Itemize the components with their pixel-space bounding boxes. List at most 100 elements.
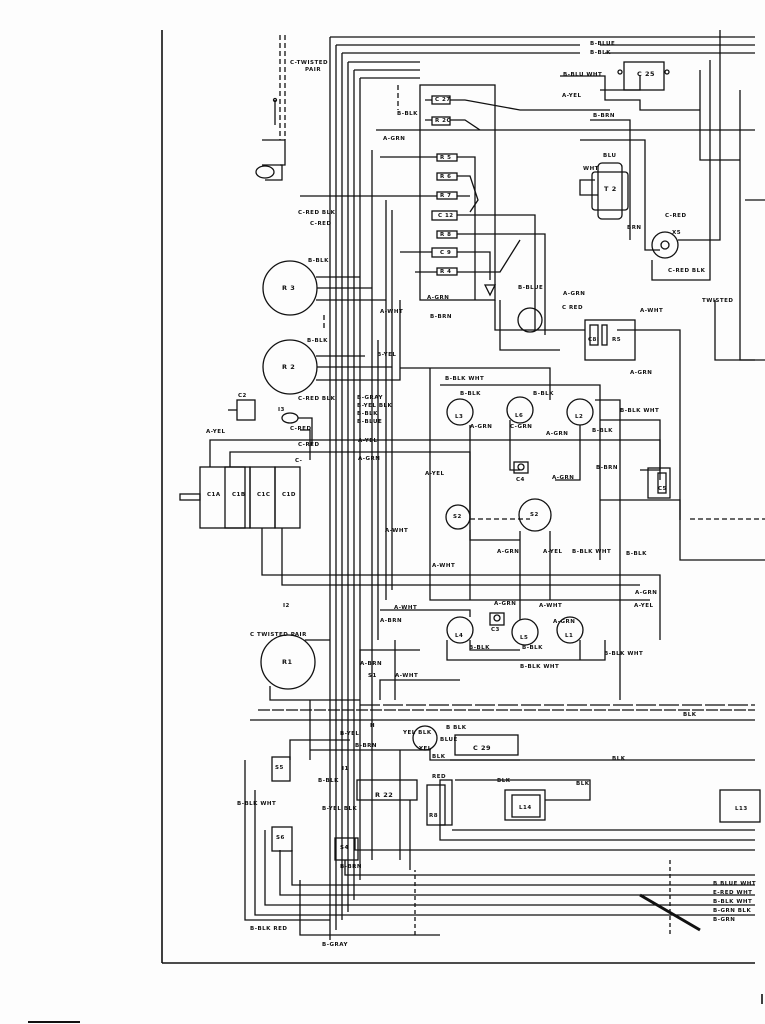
label: L14 — [519, 805, 532, 811]
label: A-YEL — [425, 471, 445, 477]
label: R 22 — [375, 791, 394, 799]
label: BLK — [683, 712, 697, 718]
label: A-GRN — [552, 475, 575, 481]
label: B BLUE WHT — [713, 881, 757, 887]
label: I2 — [283, 603, 290, 609]
label: A-WHT — [640, 308, 664, 314]
label: B-BLK WHT — [237, 801, 277, 807]
label: H — [370, 723, 376, 729]
label: R8 — [429, 813, 439, 819]
capacitor-c1-block — [179, 399, 661, 640]
label: B-YEL BLK — [357, 403, 393, 409]
label: C-RED — [298, 442, 320, 448]
label: R5 — [612, 337, 622, 343]
label: B-BLK WHT — [445, 376, 485, 382]
label: A-GRN — [546, 431, 569, 437]
label: B-YEL — [377, 352, 397, 358]
label: R 6 — [440, 174, 452, 180]
label: C4 — [516, 477, 525, 483]
lower-wiring — [244, 640, 761, 936]
label: C-RED BLK — [298, 396, 336, 402]
label: A-GRN — [563, 291, 586, 297]
label: S2 — [530, 512, 539, 518]
label: C1C — [257, 492, 271, 498]
small-components — [489, 300, 671, 626]
label: B-YEL — [340, 731, 360, 737]
potentiometers — [260, 260, 401, 701]
label: C1D — [282, 492, 296, 498]
label: B-BRN — [355, 743, 378, 749]
frame — [28, 30, 763, 1023]
label: B-BLK — [308, 258, 329, 264]
label: WHT — [583, 166, 599, 172]
label: A-YEL — [358, 438, 378, 444]
label: A-GRN — [497, 549, 520, 555]
label: B-BLK — [522, 645, 543, 651]
label: B-BLU WHT — [563, 72, 603, 78]
label: C3 — [491, 627, 500, 633]
label: A-WHT — [539, 603, 563, 609]
label: B-BLK — [533, 391, 554, 397]
label: B BLK — [446, 725, 467, 731]
label: L3 — [455, 414, 464, 420]
label: B-GRAY — [322, 942, 348, 948]
label: A-YEL — [562, 93, 582, 99]
label: T 2 — [604, 185, 617, 193]
label: C RED — [562, 305, 584, 311]
label: B-BLUE — [518, 285, 544, 291]
label: L5 — [520, 635, 529, 641]
label: A-YEL — [206, 429, 226, 435]
label: A-GRN — [553, 619, 576, 625]
label: C1A — [207, 492, 221, 498]
label: B-BLK — [626, 551, 647, 557]
label: B-BRN — [593, 113, 616, 119]
label: B-GRN — [713, 917, 736, 923]
label: R 7 — [440, 193, 452, 199]
label: B-YEL BLK — [322, 806, 358, 812]
label: R 2C — [435, 118, 452, 124]
label: B-BLUE — [357, 419, 383, 425]
label: B-BLK — [460, 391, 481, 397]
label: BLUE — [440, 737, 458, 743]
label: TWISTED — [702, 298, 734, 304]
label: C-GRN — [510, 424, 533, 430]
label: R 4 — [440, 269, 452, 275]
label: B-BRN — [430, 314, 453, 320]
label: R1 — [282, 658, 293, 666]
label: B-BLK WHT — [604, 651, 644, 657]
tube-sockets — [380, 307, 765, 751]
label: L2 — [575, 414, 584, 420]
label: C 27 — [435, 97, 451, 103]
label: A-WHT — [380, 309, 404, 315]
label: L6 — [515, 413, 524, 419]
label: YEL — [419, 746, 432, 752]
j1-wiring — [255, 97, 286, 181]
label: A-GRN — [427, 295, 450, 301]
label: BRN — [627, 225, 642, 231]
label: C 29 — [473, 744, 492, 752]
label: S1 — [368, 673, 377, 679]
label: C-RED — [310, 221, 332, 227]
label: L1 — [565, 633, 574, 639]
label: A-WHT — [432, 563, 456, 569]
label: B-BLK RED — [250, 926, 288, 932]
label: PAIR — [305, 67, 322, 73]
label: A-YEL — [634, 603, 654, 609]
label: B-BRN — [340, 864, 363, 870]
label: BLU — [603, 153, 617, 159]
label: B-BLK — [590, 50, 611, 56]
label: A-GRN — [635, 590, 658, 596]
label: A-GRN — [470, 424, 493, 430]
main-harness — [329, 36, 755, 940]
label: R 8 — [440, 232, 452, 238]
upper-right-components — [560, 30, 765, 361]
label: C8I — [588, 337, 600, 343]
label: C5 — [658, 486, 667, 492]
label: X5 — [672, 230, 682, 236]
label: BLK — [576, 781, 590, 787]
label: A-GRN — [358, 456, 381, 462]
label: I1 — [342, 766, 349, 772]
label: B-BLK — [357, 411, 378, 417]
